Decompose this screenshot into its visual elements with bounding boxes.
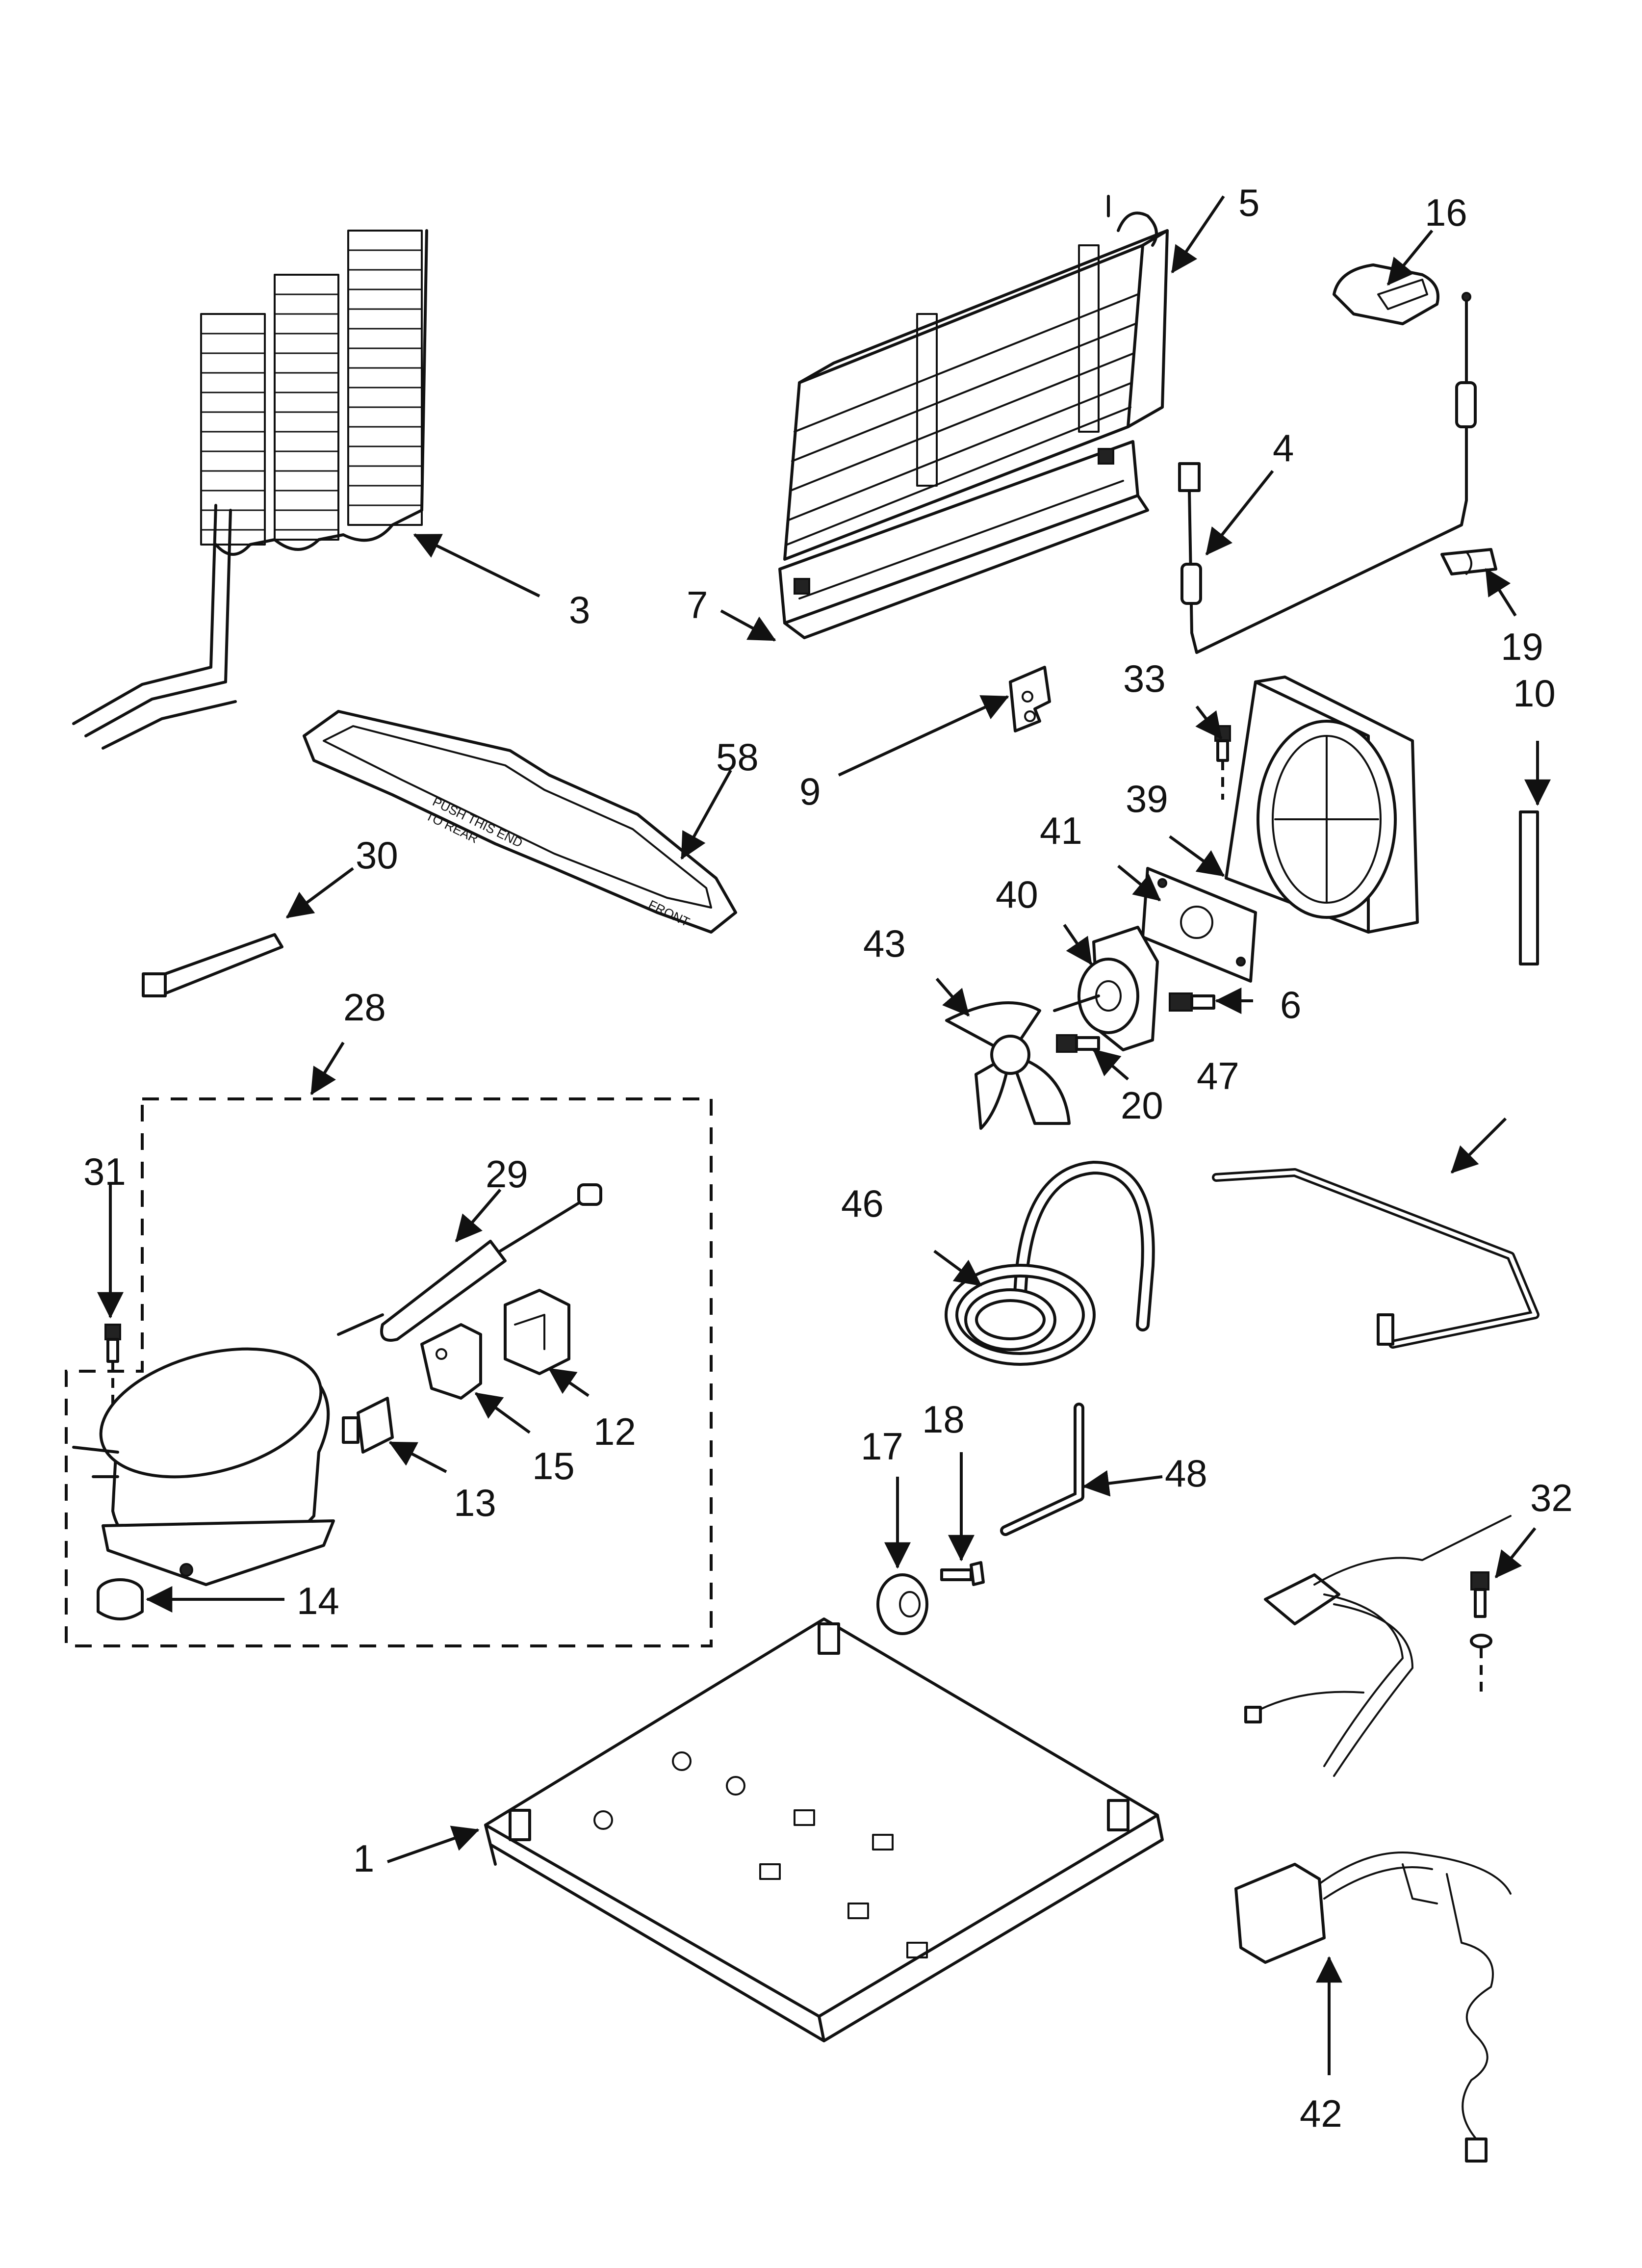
- callout-46: 46: [841, 1182, 884, 1225]
- relay: [420, 1323, 482, 1400]
- callout-14: 14: [297, 1579, 339, 1622]
- callout-17: 17: [861, 1425, 903, 1468]
- compressor-kit-outline: [65, 1097, 713, 1647]
- screw-33: [1214, 725, 1231, 800]
- callout-31: 31: [83, 1150, 126, 1193]
- screw-6: [1169, 992, 1215, 1012]
- callout-7: 7: [687, 583, 708, 626]
- callout-10: 10: [1513, 672, 1556, 715]
- thermistor-cap: [1333, 263, 1439, 325]
- thermistor-wire: [1178, 292, 1477, 654]
- roller: [876, 1573, 928, 1635]
- callout-30: 30: [356, 834, 398, 877]
- callout-1: 1: [353, 1837, 374, 1880]
- callout-20: 20: [1121, 1084, 1163, 1127]
- callout-43: 43: [863, 922, 906, 965]
- callout-18: 18: [922, 1398, 965, 1441]
- screw-32: [1470, 1571, 1492, 1697]
- fan-motor: [1053, 926, 1159, 1051]
- callout-32: 32: [1530, 1476, 1573, 1519]
- callout-12: 12: [593, 1410, 636, 1453]
- screw-20: [1056, 1034, 1100, 1053]
- screw-31: [104, 1324, 121, 1413]
- callout-39: 39: [1126, 777, 1168, 820]
- callout-58: 58: [716, 735, 759, 779]
- callout-48: 48: [1165, 1452, 1207, 1495]
- callout-labels: 3 5 16 4 7 19 10 33 9 58 39 41 40 43 6 2…: [83, 181, 1573, 2135]
- callout-5: 5: [1238, 181, 1259, 224]
- callout-13: 13: [454, 1481, 496, 1524]
- callout-40: 40: [996, 873, 1038, 916]
- callout-9: 9: [799, 770, 821, 813]
- capacitor: [504, 1289, 570, 1375]
- evaporator: [783, 195, 1169, 561]
- callout-4: 4: [1273, 426, 1294, 469]
- condenser-coil: [72, 229, 428, 750]
- grommet: [97, 1578, 144, 1620]
- tube-47: [1212, 1168, 1539, 1349]
- leader-lines: [97, 195, 1551, 2075]
- callout-19: 19: [1501, 625, 1543, 668]
- cable-tie: [142, 933, 283, 997]
- motor-bracket: [1141, 867, 1257, 983]
- callout-6: 6: [1280, 983, 1301, 1026]
- callout-3: 3: [569, 588, 590, 631]
- callout-29: 29: [486, 1152, 528, 1196]
- drain-pan: PUSH THIS END TO REAR FRONT: [303, 710, 737, 934]
- callout-41: 41: [1040, 809, 1082, 852]
- roller-pin: [940, 1561, 985, 1586]
- fan-blade: [945, 1001, 1071, 1130]
- evaporator-cover: [778, 440, 1149, 639]
- drain-hose: [945, 1161, 1155, 1366]
- callout-16: 16: [1425, 191, 1467, 234]
- callout-28: 28: [343, 986, 386, 1029]
- tube-48: [1000, 1403, 1084, 1536]
- callout-15: 15: [532, 1444, 575, 1487]
- overload: [342, 1397, 394, 1454]
- callout-47: 47: [1197, 1054, 1239, 1097]
- base-frame: [484, 1617, 1164, 2042]
- strip-10: [1519, 810, 1539, 965]
- compressor: [72, 1347, 335, 1586]
- filter-dryer: [337, 1183, 602, 1342]
- fan-shroud: [1225, 676, 1419, 934]
- wire-harness: [1234, 1515, 1512, 2163]
- callout-42: 42: [1300, 2092, 1342, 2135]
- bracket-9: [1009, 666, 1051, 732]
- callout-33: 33: [1123, 657, 1166, 700]
